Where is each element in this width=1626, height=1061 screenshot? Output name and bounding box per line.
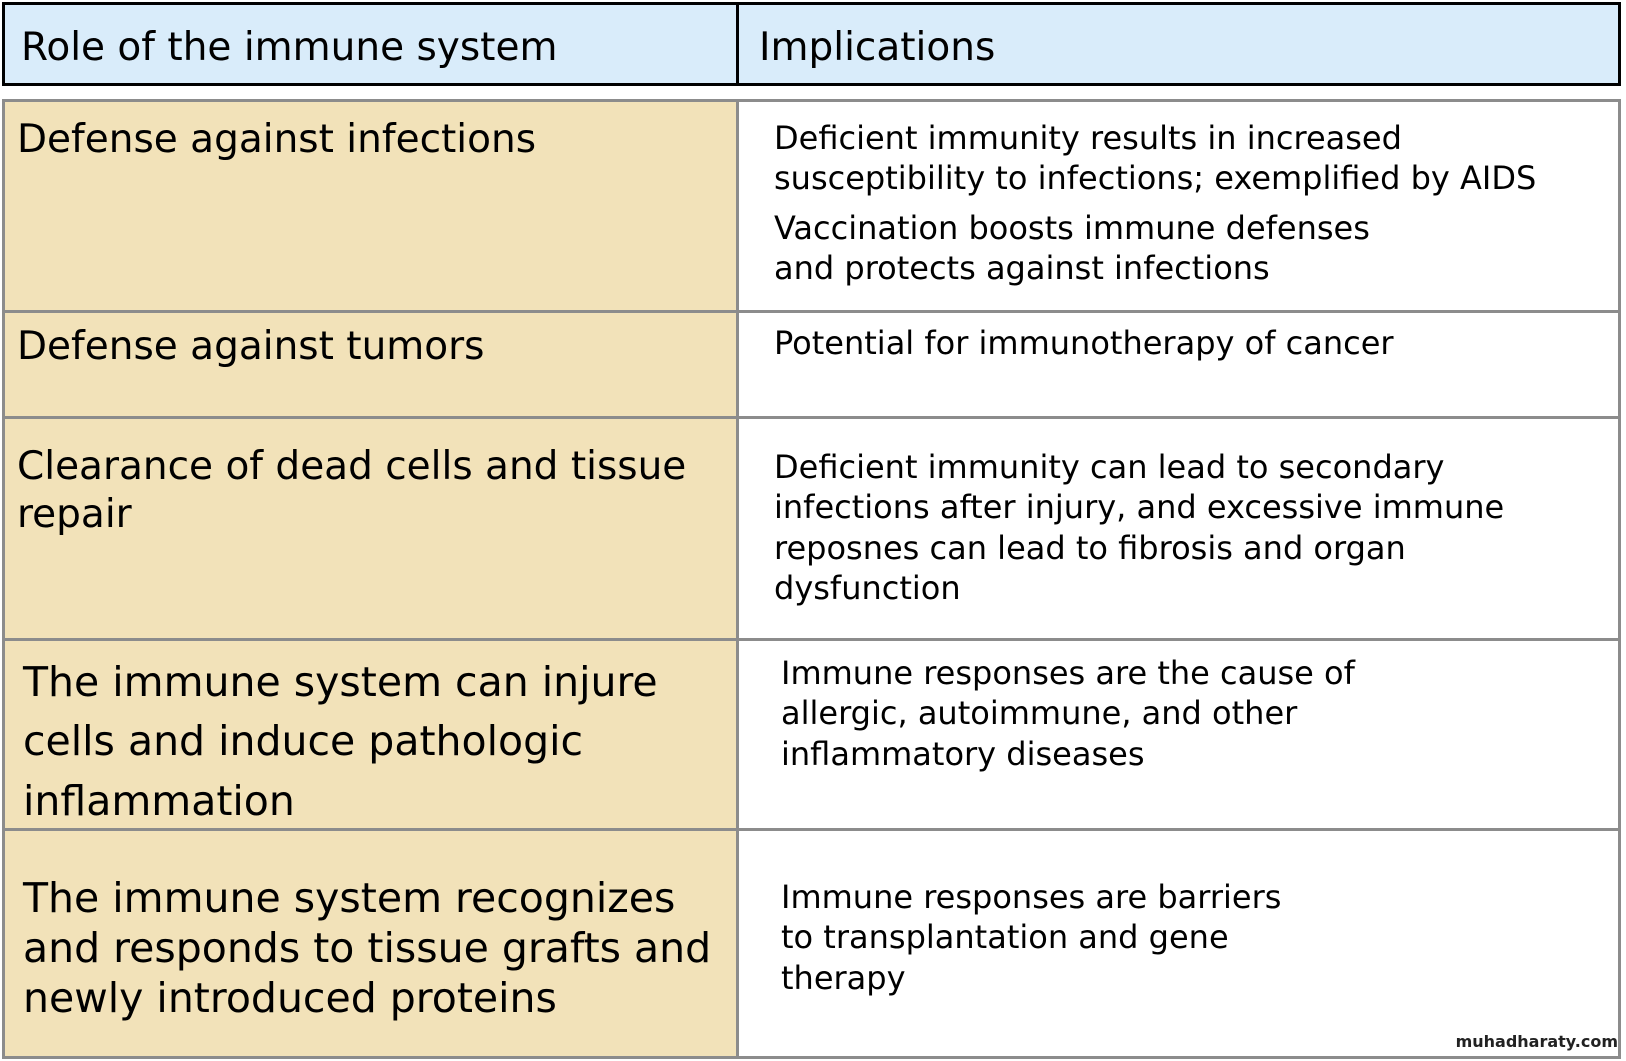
implications-cell: Deficient immunity results in increased … <box>739 102 1618 310</box>
implications-cell: Potential for immunotherapy of cancer <box>739 313 1618 416</box>
table-row: Defense against tumors Potential for imm… <box>5 313 1618 419</box>
table-row: The immune system recognizes and respond… <box>5 831 1618 1056</box>
role-cell: Defense against tumors <box>5 313 739 416</box>
table-row: Defense against infections Deficient imm… <box>5 102 1618 313</box>
role-cell: The immune system can injure cells and i… <box>5 641 739 828</box>
implication-text: Deficient immunity can lead to secondary… <box>774 448 1505 607</box>
header-implications: Implications <box>759 24 996 70</box>
role-cell: Defense against infections <box>5 102 739 310</box>
implication-text: Immune responses are the cause of allerg… <box>781 654 1355 773</box>
table-header: Role of the immune system Implications <box>2 2 1621 86</box>
roles-table: Defense against infections Deficient imm… <box>2 99 1621 1059</box>
role-cell: The immune system recognizes and respond… <box>5 831 739 1056</box>
watermark: muhadharaty.com <box>1455 1032 1618 1051</box>
implication-text: Immune responses are barriers to transpl… <box>781 878 1282 997</box>
table-row: The immune system can injure cells and i… <box>5 641 1618 831</box>
implications-cell: Deficient immunity can lead to secondary… <box>739 419 1618 638</box>
implications-cell: Immune responses are barriers to transpl… <box>739 831 1618 1056</box>
role-cell: Clearance of dead cells and tissue repai… <box>5 419 739 638</box>
header-role: Role of the immune system <box>5 5 739 83</box>
implications-cell: Immune responses are the cause of allerg… <box>739 641 1618 828</box>
implication-text: Deficient immunity results in increased … <box>774 119 1537 198</box>
implication-text: Potential for immunotherapy of cancer <box>774 324 1394 362</box>
table-row: Clearance of dead cells and tissue repai… <box>5 419 1618 641</box>
implication-text: Vaccination boosts immune defenses and p… <box>774 208 1370 287</box>
